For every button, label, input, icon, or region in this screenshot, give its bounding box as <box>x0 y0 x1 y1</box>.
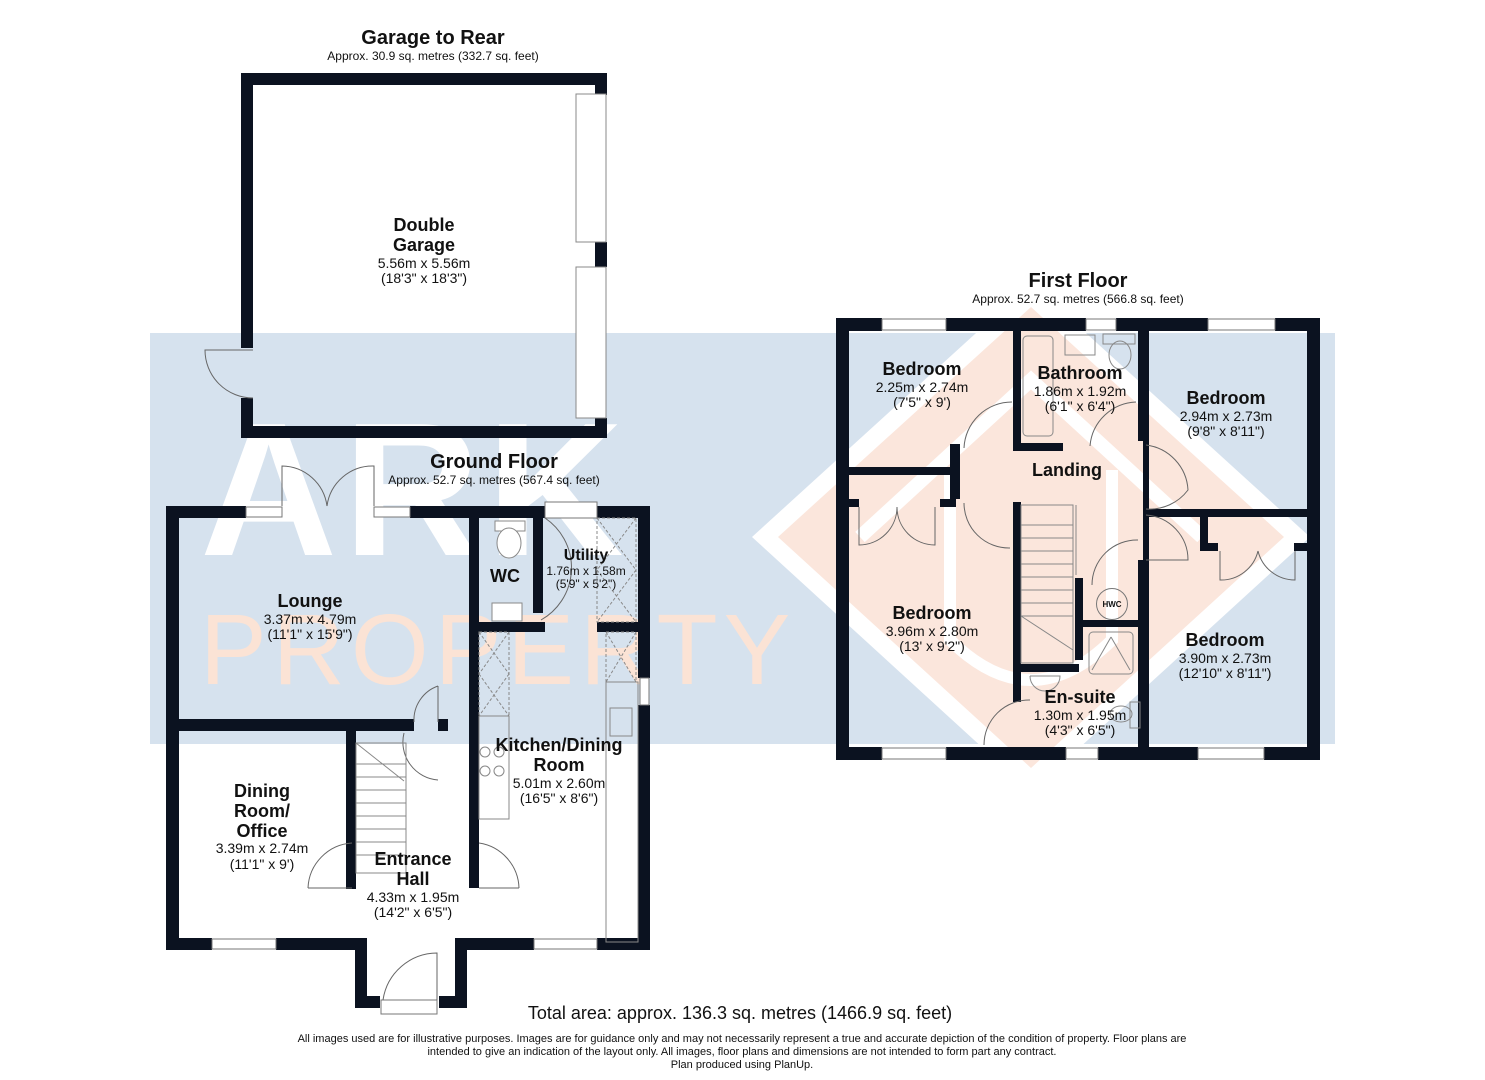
room-dimension-imperial: (12'10" x 8'11") <box>1178 665 1272 682</box>
room-dimension-metric: 3.96m x 2.80m <box>885 622 979 639</box>
room-dimension-imperial: (11'1" x 9') <box>229 855 295 872</box>
room-dimension-imperial: (5'9" x 5'2") <box>555 576 617 591</box>
room-name: Bathroom <box>1037 363 1123 383</box>
room-wc: WC <box>490 566 520 587</box>
first-floor-title: First Floor <box>1028 270 1128 292</box>
room-dimension-imperial: (9'8" x 8'11") <box>1187 423 1265 440</box>
garage-floor-title: Garage to Rear <box>361 27 505 49</box>
disclaimer-line: intended to give an indication of the la… <box>427 1046 1057 1059</box>
room-bedroom-bottom-left: Bedroom 3.96m x 2.80m (13' x 9'2") <box>885 603 979 655</box>
room-dimension-metric: 5.56m x 5.56m <box>377 254 471 271</box>
room-name: Bedroom <box>1186 388 1266 408</box>
room-dimension-metric: 3.90m x 2.73m <box>1178 649 1272 666</box>
room-dimension-imperial: (11'1" x 15'9") <box>267 626 353 643</box>
room-lounge: Lounge 3.37m x 4.79m (11'1" x 15'9") <box>263 591 357 643</box>
room-name: Office <box>236 820 288 841</box>
room-dimension-metric: 1.76m x 1.58m <box>546 563 626 578</box>
total-area: Total area: approx. 136.3 sq. metres (14… <box>527 1003 953 1023</box>
room-entrance-hall: Entrance Hall 4.33m x 1.95m (14'2" x 6'5… <box>366 849 460 920</box>
room-dimension-imperial: (4'3" x 6'5") <box>1044 722 1116 739</box>
disclaimer: All images used are for illustrative pur… <box>298 1033 1187 1073</box>
first-floor-area: Approx. 52.7 sq. metres (566.8 sq. feet) <box>972 292 1184 306</box>
room-dimension-imperial: (16'5" x 8'6") <box>519 789 599 806</box>
hot-water-cylinder-icon: HWC <box>1096 588 1128 620</box>
room-name: Room/ <box>233 800 290 821</box>
room-dimension-metric: 1.30m x 1.95m <box>1033 706 1127 723</box>
room-bedroom-top-right: Bedroom 2.94m x 2.73m (9'8" x 8'11") <box>1179 388 1273 440</box>
room-name: En-suite <box>1044 687 1116 707</box>
room-name: Lounge <box>277 591 343 611</box>
room-dimension-imperial: (7'5" x 9') <box>893 394 951 411</box>
ground-floor-title: Ground Floor <box>430 451 558 473</box>
disclaimer-line: All images used are for illustrative pur… <box>297 1033 1187 1045</box>
room-name: WC <box>490 566 520 586</box>
room-landing: Landing <box>1032 460 1102 481</box>
room-kitchen-dining: Kitchen/Dining Room 5.01m x 2.60m (16'5"… <box>495 735 623 806</box>
room-name: Bedroom <box>892 603 972 623</box>
room-name: Bedroom <box>882 359 962 379</box>
room-dimension-metric: 2.94m x 2.73m <box>1179 407 1273 424</box>
ground-floor-area: Approx. 52.7 sq. metres (567.4 sq. feet) <box>388 473 600 487</box>
room-dimension-imperial: (18'3" x 18'3") <box>380 269 468 286</box>
room-name: Hall <box>396 868 430 889</box>
room-name: Landing <box>1032 460 1102 480</box>
room-dimension-metric: 2.25m x 2.74m <box>875 378 969 395</box>
room-bathroom: Bathroom 1.86m x 1.92m (6'1" x 6'4") <box>1033 363 1127 415</box>
room-dimension-imperial: (13' x 9'2") <box>899 638 965 655</box>
ground-floor-heading: Ground Floor Approx. 52.7 sq. metres (56… <box>388 452 599 487</box>
disclaimer-line: Plan produced using PlanUp. <box>670 1059 814 1072</box>
room-utility: Utility 1.76m x 1.58m (5'9" x 5'2") <box>546 547 625 591</box>
room-name: Utility <box>563 547 609 564</box>
room-name: Kitchen/Dining <box>495 735 623 755</box>
room-name: Bedroom <box>1185 630 1265 650</box>
room-dimension-metric: 3.39m x 2.74m <box>215 840 309 857</box>
room-name: Entrance <box>374 849 452 869</box>
room-en-suite: En-suite 1.30m x 1.95m (4'3" x 6'5") <box>1033 687 1127 739</box>
room-name: Room <box>533 754 585 775</box>
room-name: Double <box>393 215 455 235</box>
room-name: Dining <box>233 781 290 801</box>
room-bedroom-top-left: Bedroom 2.25m x 2.74m (7'5" x 9') <box>875 359 969 411</box>
garage-floor-area: Approx. 30.9 sq. metres (332.7 sq. feet) <box>327 49 539 63</box>
room-double-garage: Double Garage 5.56m x 5.56m (18'3" x 18'… <box>377 215 471 286</box>
room-name: Garage <box>392 234 456 255</box>
room-dimension-metric: 5.01m x 2.60m <box>512 774 606 791</box>
room-dimension-imperial: (14'2" x 6'5") <box>373 903 453 920</box>
garage-floor-heading: Garage to Rear Approx. 30.9 sq. metres (… <box>327 28 538 63</box>
room-dimension-metric: 3.37m x 4.79m <box>263 610 357 627</box>
room-bedroom-bottom-right: Bedroom 3.90m x 2.73m (12'10" x 8'11") <box>1178 630 1272 682</box>
room-dining-office: Dining Room/ Office 3.39m x 2.74m (11'1"… <box>215 781 309 872</box>
room-dimension-metric: 4.33m x 1.95m <box>366 888 460 905</box>
room-dimension-imperial: (6'1" x 6'4") <box>1044 398 1116 415</box>
first-floor-heading: First Floor Approx. 52.7 sq. metres (566… <box>972 271 1183 306</box>
room-dimension-metric: 1.86m x 1.92m <box>1033 382 1127 399</box>
